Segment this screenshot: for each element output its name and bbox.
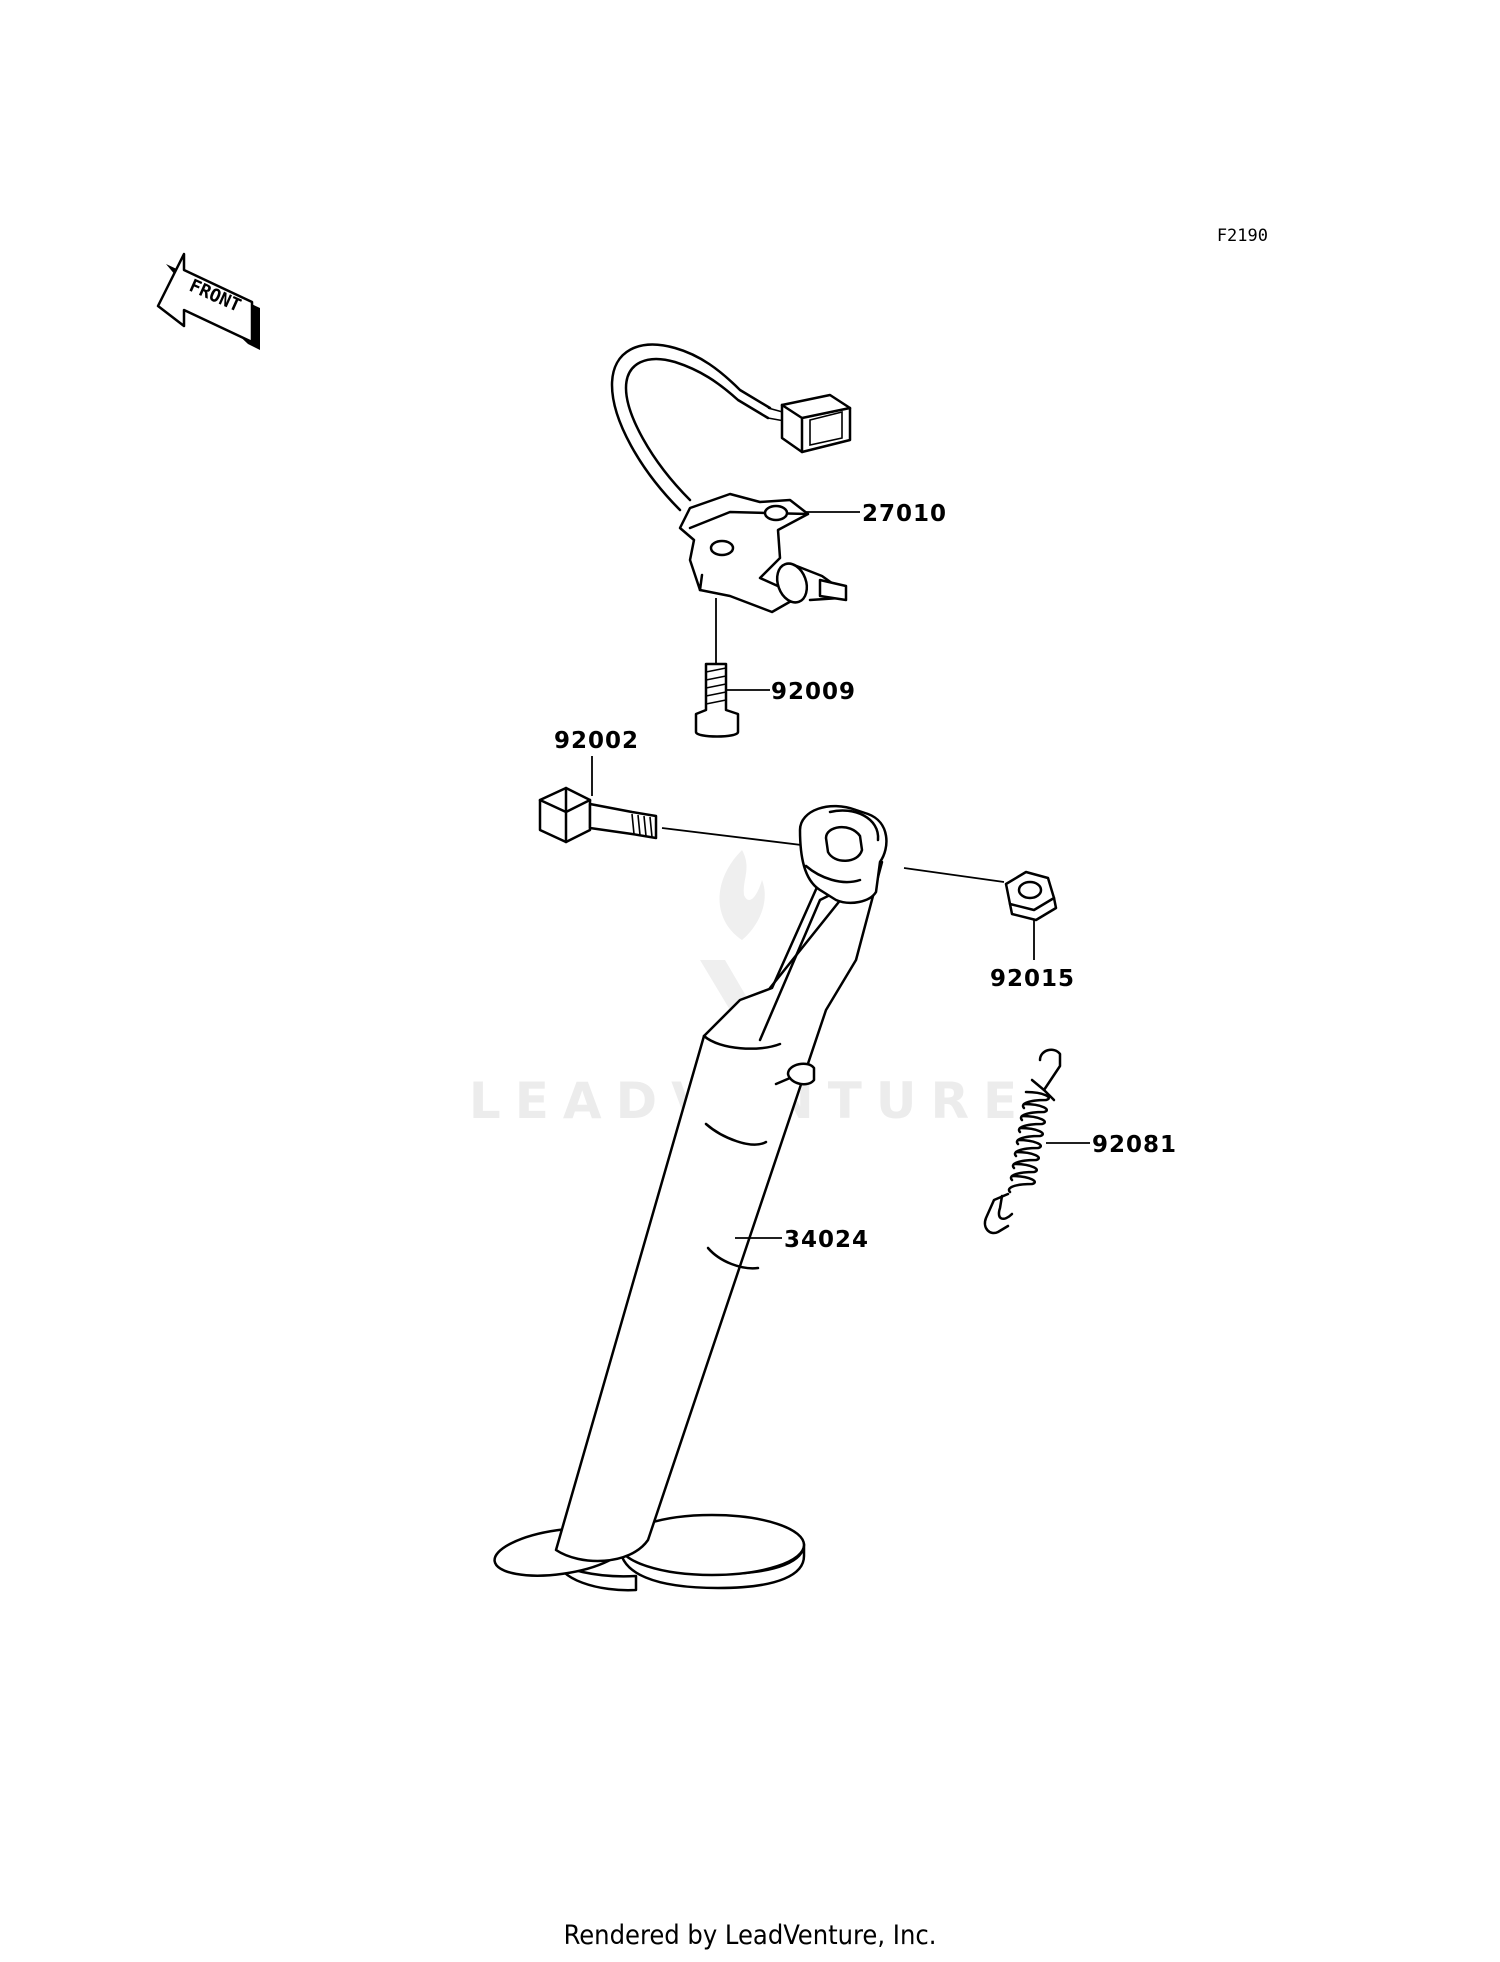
bolt: 92002 [538, 728, 827, 849]
spring-coils [1007, 1090, 1051, 1194]
part-number-92009: 92009 [771, 679, 856, 705]
screw: 92009 [694, 598, 856, 738]
nut: 92015 [903, 867, 1075, 992]
sidestand-switch: 27010 [610, 343, 947, 614]
part-number-27010: 27010 [862, 501, 947, 527]
spring: 92081 [983, 1048, 1177, 1235]
front-arrow-icon: FRONT [156, 252, 260, 350]
nut-axis-line [903, 867, 1005, 883]
side-stand: 34024 [493, 804, 888, 1592]
bolt-axis-line [661, 827, 827, 849]
part-number-92015: 92015 [990, 966, 1075, 992]
footer-credit: Rendered by LeadVenture, Inc. [564, 1920, 937, 1951]
part-number-34024: 34024 [784, 1227, 869, 1253]
part-number-92002: 92002 [554, 728, 639, 754]
part-number-92081: 92081 [1092, 1132, 1177, 1158]
figure-code: F2190 [1217, 226, 1268, 246]
